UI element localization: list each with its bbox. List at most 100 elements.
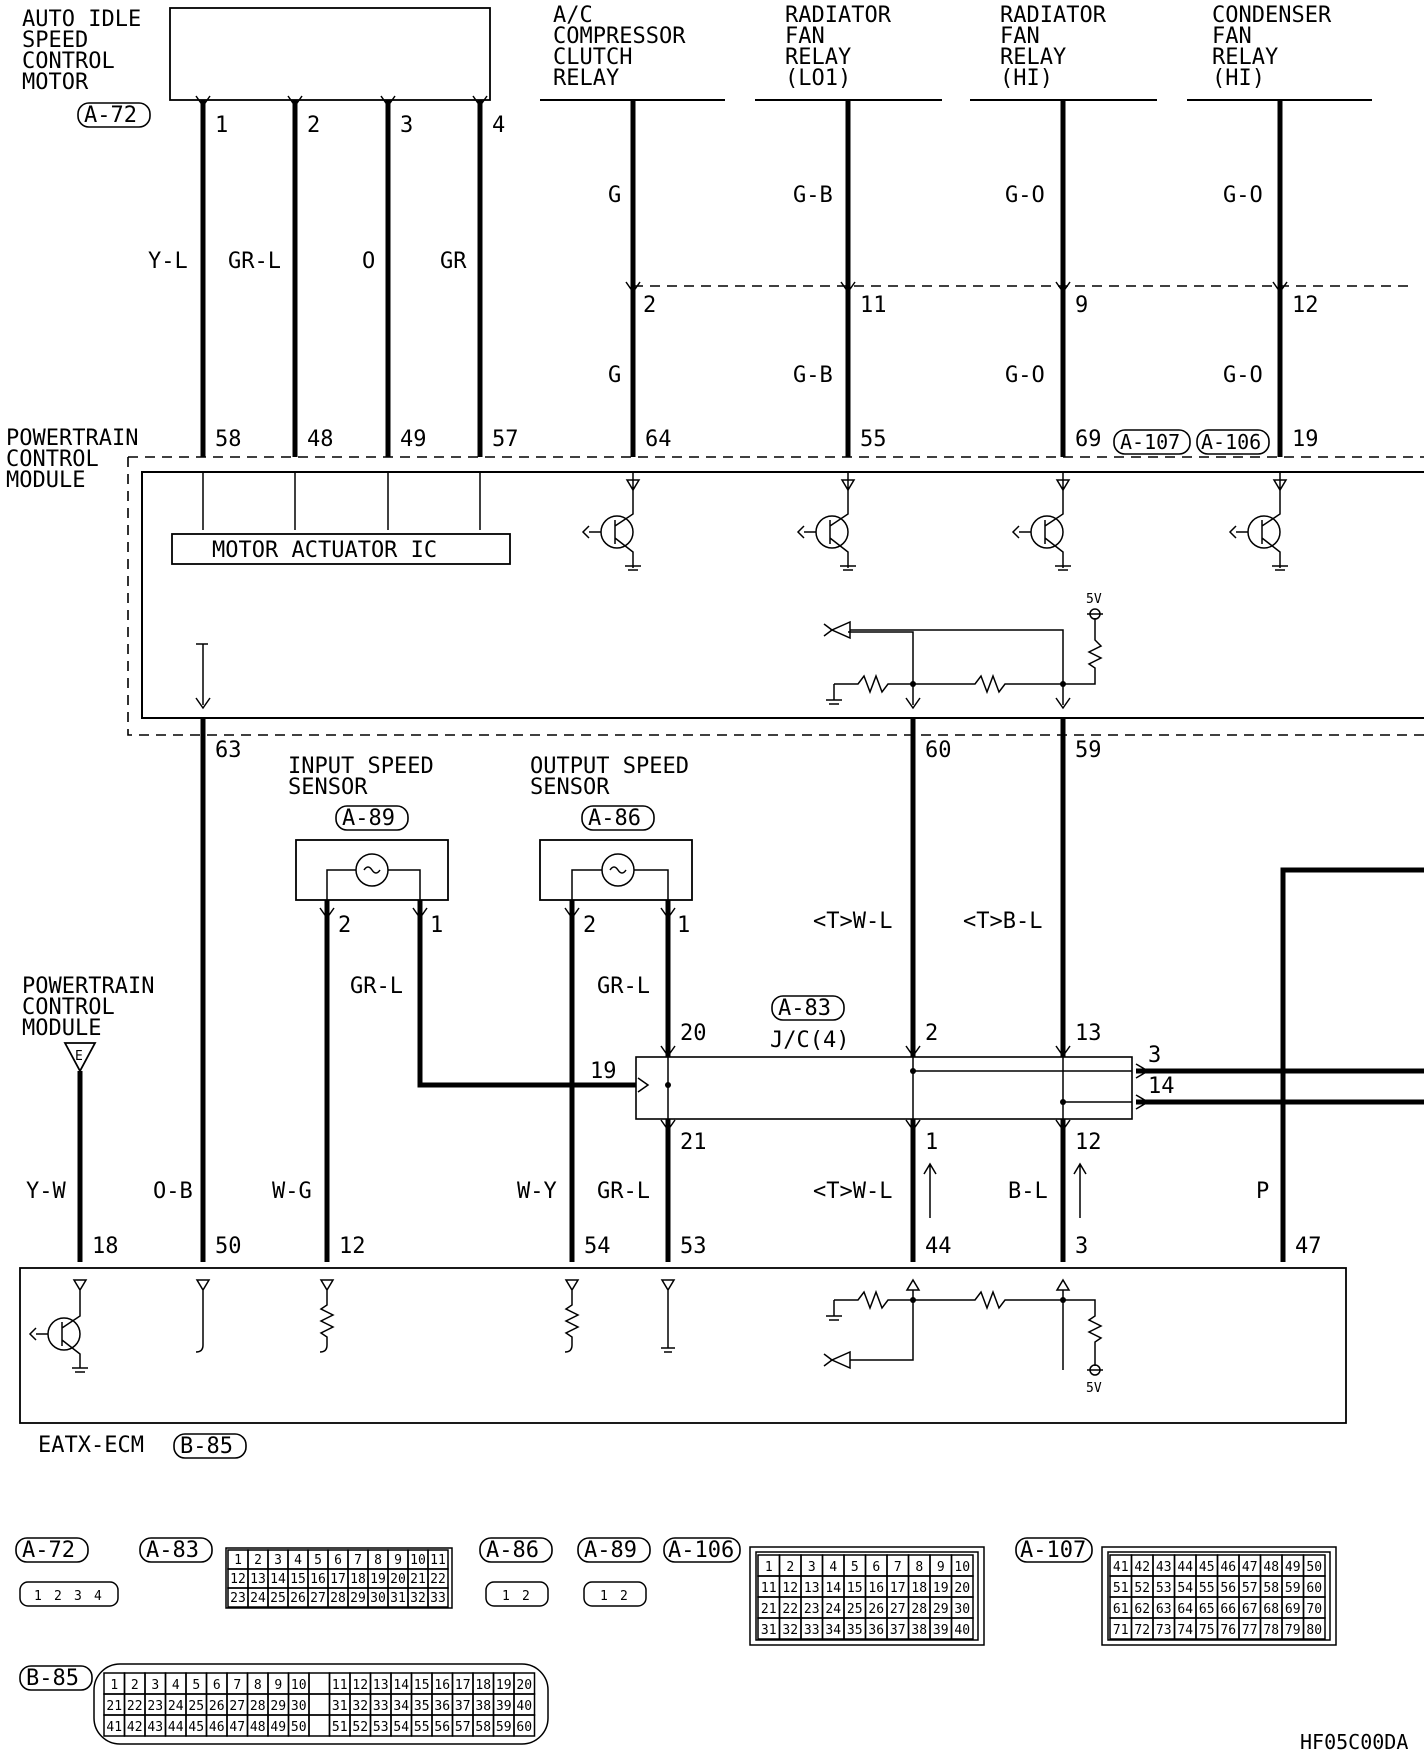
- lower-wire-labels: Y-W O-B W-G W-Y GR-L <T>W-L B-L P: [26, 1179, 1269, 1204]
- b85-pin: 23: [147, 1699, 163, 1714]
- b85-pin: 9: [274, 1678, 282, 1693]
- a106-pin: 12: [782, 1581, 798, 1596]
- wire-o: O: [362, 249, 375, 274]
- b85-pin: 28: [250, 1699, 266, 1714]
- pcm-pin-55: 55: [860, 427, 887, 452]
- a107-pin: 69: [1285, 1602, 1301, 1617]
- a83-pin: 8: [374, 1553, 382, 1568]
- rad-hi-label-2: FAN: [1000, 24, 1040, 49]
- a106-pin: 2: [786, 1560, 794, 1575]
- svg-text:A-89: A-89: [342, 806, 395, 831]
- a107-pin: 43: [1156, 1560, 1172, 1575]
- a107-pin: 79: [1285, 1623, 1301, 1638]
- a107-pin: 70: [1306, 1602, 1322, 1617]
- a83-pin: 33: [430, 1591, 446, 1606]
- b85-pin: 4: [172, 1678, 180, 1693]
- figure-code: HF05C00DA: [1300, 1730, 1408, 1752]
- ac-relay-label-3: CLUTCH: [553, 45, 632, 70]
- jc-pin-2: 2: [925, 1021, 938, 1046]
- a106-pin: 34: [825, 1623, 841, 1638]
- a106-pin: 4: [829, 1560, 837, 1575]
- wire-w-y: W-Y: [517, 1179, 557, 1204]
- svg-text:A-72: A-72: [84, 103, 137, 128]
- a107-pin: 66: [1220, 1602, 1236, 1617]
- a107-pin: 49: [1285, 1560, 1301, 1575]
- eatx-ecm-label: EATX-ECM: [38, 1433, 144, 1458]
- svg-text:A-107: A-107: [1020, 1538, 1086, 1563]
- pcm-top: POWERTRAIN CONTROL MODULE 58 48 49 57 64…: [6, 426, 1424, 736]
- a106-pin: 40: [954, 1623, 970, 1638]
- b85-pin: 40: [516, 1699, 532, 1714]
- jc-pin-19: 19: [590, 1059, 617, 1084]
- b85-pin: 53: [373, 1720, 389, 1735]
- a107-pin: 65: [1199, 1602, 1215, 1617]
- input-sensor-pin-1: 1: [430, 913, 443, 938]
- pcm-pin-69: 69: [1075, 427, 1102, 452]
- a89-ref: A-89: [335, 805, 409, 831]
- b85-pin: 2: [131, 1678, 139, 1693]
- a106-pin: 33: [804, 1623, 820, 1638]
- a106-pin: 19: [933, 1581, 949, 1596]
- ac-relay-label-1: A/C: [553, 3, 593, 28]
- wire-w-g: W-G: [272, 1179, 312, 1204]
- junction-label: J/C(4): [770, 1028, 849, 1053]
- ecm-pin-50: 50: [215, 1234, 242, 1259]
- a107-pin: 78: [1263, 1623, 1279, 1638]
- relay-pin-11: 11: [860, 293, 887, 318]
- b85-pin: 13: [373, 1678, 389, 1693]
- b85-pin: 7: [233, 1678, 241, 1693]
- a106-pin: 3: [808, 1560, 816, 1575]
- aisc-pin-1: 1: [215, 113, 228, 138]
- jc-pin-13: 13: [1075, 1021, 1102, 1046]
- a83-pin: 23: [230, 1591, 246, 1606]
- a107-pin: 75: [1199, 1623, 1215, 1638]
- b85-pin: 15: [414, 1678, 430, 1693]
- pcm-pin-49: 49: [400, 427, 427, 452]
- b85-pin: 10: [291, 1678, 307, 1693]
- cond-label-2: FAN: [1212, 24, 1252, 49]
- b85-pin: 44: [168, 1720, 184, 1735]
- svg-text:A-86: A-86: [486, 1538, 539, 1563]
- a83-pin: 5: [314, 1553, 322, 1568]
- input-sensor-label-2: SENSOR: [288, 775, 368, 800]
- a83-pin: 17: [330, 1572, 346, 1587]
- b85-ref: B-85: [173, 1433, 247, 1459]
- aisc-motor-label-1: AUTO IDLE: [22, 7, 141, 32]
- b85-pin: 48: [250, 1720, 266, 1735]
- condenser-fan-relay-hi: CONDENSER FAN RELAY (HI): [1187, 3, 1372, 101]
- a107-pin: 51: [1113, 1581, 1129, 1596]
- b85-pin: 54: [393, 1720, 409, 1735]
- a83-pin: 6: [334, 1553, 342, 1568]
- b85-pin: 50: [291, 1720, 307, 1735]
- a83-pin: 2: [254, 1553, 262, 1568]
- wire-g-lower: G: [608, 363, 621, 388]
- wire-gr: GR: [440, 249, 467, 274]
- ac-relay-label-2: COMPRESSOR: [553, 24, 686, 49]
- b85-pin: 12: [352, 1678, 368, 1693]
- a83-pin: 27: [310, 1591, 326, 1606]
- a83-pin: 14: [270, 1572, 286, 1587]
- rad-hi-label-4: (HI): [1000, 66, 1053, 91]
- b85-pin: 21: [106, 1699, 122, 1714]
- a83-pin: 28: [330, 1591, 346, 1606]
- ac-compressor-relay: A/C COMPRESSOR CLUTCH RELAY: [540, 3, 725, 101]
- relay-wires: G G-B G-O G-O 2 11 9 12 G G-B G-O G-O: [608, 100, 1412, 457]
- relay-pin-9: 9: [1075, 293, 1088, 318]
- wire-tw-l-upper: <T>W-L: [813, 909, 892, 934]
- pcm-top-label-2: CONTROL: [6, 447, 99, 472]
- a106-pin: 39: [933, 1623, 949, 1638]
- a106-pin: 37: [890, 1623, 906, 1638]
- pcm-left-label-2: CONTROL: [22, 995, 115, 1020]
- b85-pin: 32: [352, 1699, 368, 1714]
- b85-pin: 31: [332, 1699, 348, 1714]
- a106-pin-cell: [950, 1617, 974, 1640]
- wire-gb-upper: G-B: [793, 183, 833, 208]
- a83-pin: 7: [354, 1553, 362, 1568]
- b85-pin: 1: [110, 1678, 118, 1693]
- a83-pin: 18: [350, 1572, 366, 1587]
- output-sensor-label-2: SENSOR: [530, 775, 610, 800]
- a106-pin: 30: [954, 1602, 970, 1617]
